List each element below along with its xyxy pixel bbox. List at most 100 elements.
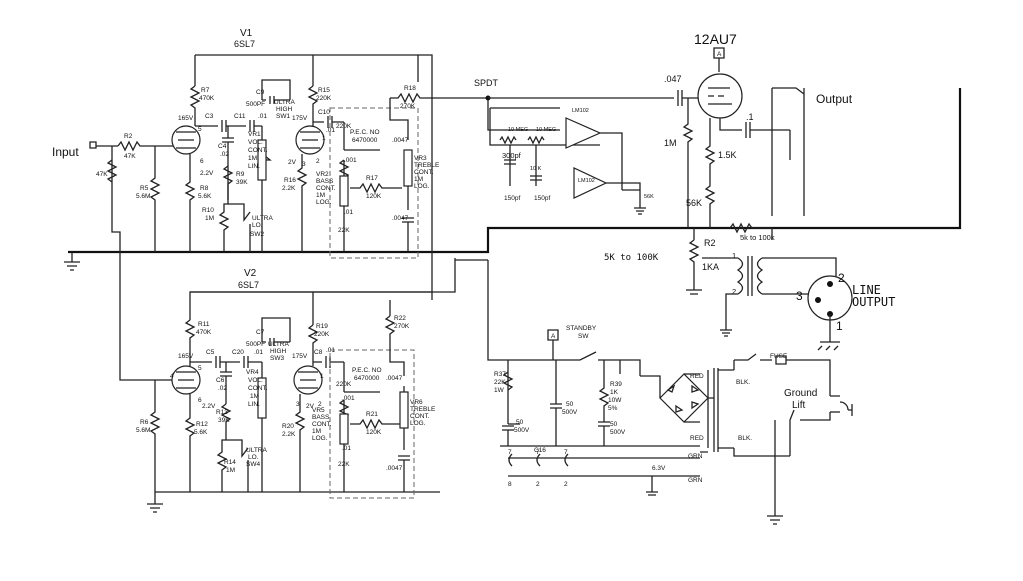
grn1-label: GRN — [688, 453, 703, 460]
blk1-label: BLK. — [736, 379, 750, 386]
r12-value: 5.6K — [194, 429, 208, 436]
r8-value: 5.6K — [198, 193, 212, 200]
red2-label: RED — [690, 435, 704, 442]
stage1-tone-stack-box — [329, 107, 419, 259]
line-output-l1: LINE — [852, 283, 881, 297]
v2-175v: 175V — [292, 353, 308, 360]
vr6-pot[interactable] — [399, 391, 409, 429]
spdt-label: SPDT — [474, 78, 499, 88]
node-a-top — [713, 47, 725, 72]
tone2-0047b: .0047 — [386, 465, 403, 472]
r8-label: R8 — [200, 185, 209, 192]
r14-value: 1M — [226, 467, 235, 474]
vr5-pot[interactable] — [339, 413, 349, 445]
vr2-l5: LOG. — [316, 199, 332, 206]
v2-label: V2 — [244, 268, 257, 279]
r22-label: R22 — [394, 315, 406, 322]
r17-label: R17 — [366, 175, 378, 182]
oa-c150a: 150pf — [504, 195, 520, 202]
tube-12au7-label: 12AU7 — [694, 31, 737, 47]
vr1-pot[interactable] — [257, 139, 267, 181]
c4-value: .02 — [220, 151, 229, 158]
v1-pin2: 2 — [316, 158, 320, 165]
vr2-pot[interactable] — [339, 175, 349, 207]
sw3-l1: ULTRA — [268, 341, 289, 348]
sw3-l3: SW3 — [270, 355, 284, 362]
vr3-l1: VR3 — [414, 155, 427, 162]
r7-value: 470K — [199, 95, 215, 102]
vr4-l3: CONT. — [248, 385, 268, 392]
output-stage: 12AU7 A .047 .1 1M 1.5K 56K Output R2 1K… — [604, 31, 895, 351]
vr2-l1: VR2 — [316, 171, 329, 178]
vr3-pot[interactable] — [403, 149, 413, 187]
r47k-value: 47K — [96, 171, 108, 178]
sw2-l2: LO. — [252, 222, 263, 229]
vr5-l3: CONT. — [312, 421, 332, 428]
power-switch[interactable] — [734, 353, 831, 396]
sw2-switch[interactable] — [228, 203, 251, 252]
v2-pin2: 2 — [318, 401, 322, 408]
tone1-0047a: .0047 — [392, 137, 409, 144]
c7-label: C7 — [256, 329, 265, 336]
opamp1 — [565, 117, 602, 149]
oa-r3: 10 K — [530, 166, 542, 172]
cap-047-label: .047 — [664, 74, 682, 84]
c8-label: C8 — [314, 349, 323, 356]
r7-label: R7 — [201, 87, 210, 94]
r37-label: R37 — [494, 371, 506, 378]
r20-label: R20 — [282, 423, 294, 430]
v1-2v2: 2.2V — [200, 170, 214, 177]
r5-value: 5.6M — [136, 193, 150, 200]
vr6-l1: VR6 — [410, 399, 423, 406]
r15-resistor — [307, 85, 319, 126]
r13-label: R13 — [216, 409, 228, 416]
r21-label: R21 — [366, 411, 378, 418]
rectifier-bridge — [659, 373, 709, 423]
output-label: Output — [816, 92, 853, 106]
sw4-switch[interactable] — [226, 439, 249, 492]
tone1-22k: 22K — [338, 227, 350, 234]
node-a-ps — [547, 329, 559, 360]
ground-lift-switch[interactable] — [789, 409, 831, 456]
oa-c300: 300pf — [502, 151, 522, 160]
r5-label: R5 — [140, 185, 149, 192]
vr1-l3: CONT. — [248, 147, 268, 154]
r16-label: R16 — [284, 177, 296, 184]
stage2-preamp: V2 6SL7 4 5 6 1 2 3 R6 5.6M R11 470K 165… — [119, 252, 440, 499]
vr3-l3: CONT. — [414, 169, 434, 176]
tone2-001: .001 — [342, 395, 355, 402]
oa-r1: 10 MEG — [508, 127, 528, 133]
vr4-l2: VOL. — [248, 377, 263, 384]
c16-label: C16 — [534, 447, 546, 454]
r2-label: R2 — [704, 238, 716, 248]
v1-pin3: 3 — [302, 161, 306, 168]
stage1-preamp: V1 6SL7 Input R2 47K 47K R5 5.6M 5 6 1 2… — [52, 28, 440, 259]
vr4-pot[interactable] — [257, 377, 267, 419]
r11-value: 470K — [196, 329, 212, 336]
pec2-l1: P.E.C. NO — [352, 367, 382, 374]
vr1-l2: VOL. — [248, 139, 263, 146]
oa-c150b: 150pf — [534, 195, 550, 202]
stage2-tone-stack-box — [329, 349, 415, 499]
v1-pin6: 6 — [200, 158, 204, 165]
sw4-l1: ULTRA — [246, 447, 267, 454]
r-5k-100k-label: 5k to 100k — [740, 233, 775, 242]
r39-v2: 10W — [608, 397, 622, 404]
xfmr-pin2: 2 — [732, 287, 736, 296]
standby-switch[interactable] — [556, 351, 641, 376]
r39-label: R39 — [610, 381, 622, 388]
tone2-01: .01 — [342, 445, 351, 452]
vr5-l5: LOG. — [312, 435, 328, 442]
tone1-01: .01 — [344, 209, 353, 216]
c11-value: .01 — [258, 113, 267, 120]
xlr-pin1: 1 — [836, 319, 843, 333]
r13-value: 39K — [218, 417, 230, 424]
r2-label: R2 — [124, 133, 133, 140]
c4-label: C4 — [218, 143, 227, 150]
vr3-l5: LOG. — [414, 183, 430, 190]
cap50a-1: 50 — [610, 421, 618, 428]
sw1-l2: HIGH — [276, 106, 293, 113]
r6-value: 5.6M — [136, 427, 150, 434]
r-1m-label: 1M — [664, 138, 677, 148]
c9-label: C9 — [256, 89, 265, 96]
